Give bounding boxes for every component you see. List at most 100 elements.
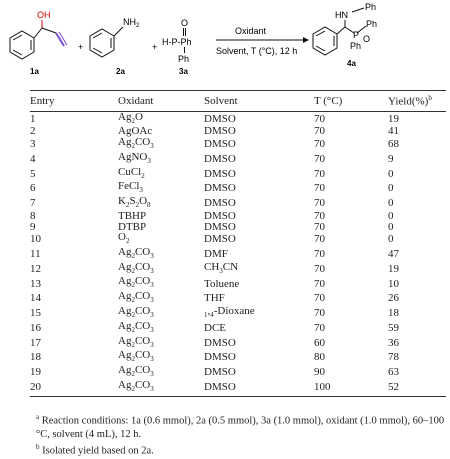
oxidant-tail: CO3 <box>134 364 154 379</box>
oxidant-tail: CO3 <box>134 290 154 305</box>
oxidant-tail: CO3 <box>134 245 154 261</box>
cell-entry: 1 <box>30 112 36 125</box>
cell-temperature: 90 <box>314 366 325 379</box>
cell-oxidant: AgOAc <box>118 125 153 138</box>
cell-solvent: DMSO <box>204 197 236 210</box>
label-2a: 2a <box>116 67 125 76</box>
cell-oxidant: Ag2CO3 <box>118 349 154 364</box>
footnote-a: a Reaction conditions: 1a (0.6 mmol), 2a… <box>36 413 445 440</box>
cell-entry: 11 <box>30 248 41 260</box>
oxidant-tail: CO3 <box>134 334 154 349</box>
conditions-label: Solvent, T (°C), 12 h <box>216 46 297 56</box>
cell-yield: 0 <box>388 182 394 195</box>
table-footnotes: a Reaction conditions: 1a (0.6 mmol), 2a… <box>36 411 446 457</box>
cell-solvent: DMSO <box>204 336 236 349</box>
cell-temperature: 70 <box>314 112 325 125</box>
cell-temperature: 70 <box>314 220 325 233</box>
cell-entry: 5 <box>30 167 36 180</box>
cell-entry: 7 <box>30 197 36 210</box>
oxidant-tail: CO3 <box>134 349 154 364</box>
oxidant-tail: CO3 <box>134 319 154 334</box>
cell-yield: 19 <box>388 112 399 125</box>
oh-label: OH <box>37 10 51 20</box>
cell-oxidant: Ag2CO3 <box>118 379 204 397</box>
cell-yield: 78 <box>388 351 399 364</box>
cell-oxidant: Ag2CO3 <box>118 334 154 349</box>
cell-yield: 0 <box>388 197 394 210</box>
cell-solvent: Toluene <box>204 277 240 290</box>
cell-yield: 0 <box>388 233 394 246</box>
cell-temperature: 70 <box>314 125 325 138</box>
cell-solvent: DMSO <box>204 112 236 125</box>
cell-solvent: 1,4-Dioxane <box>204 305 255 320</box>
cell-oxidant: Ag2CO3 <box>118 136 154 151</box>
ph-label-3a: Ph <box>178 54 189 64</box>
header-yield: Yield(%)b <box>388 94 432 108</box>
oxidant-label: Oxidant <box>235 26 267 36</box>
cell-solvent: DMSO <box>204 366 236 379</box>
cell-temperature: 80 <box>314 351 325 364</box>
cell-entry: 12 <box>30 262 41 275</box>
cell-yield: 0 <box>388 209 394 222</box>
cell-temperature: 70 <box>314 197 325 210</box>
label-1a: 1a <box>30 67 39 76</box>
cell-yield: 59 <box>388 321 399 334</box>
prod-hn: HN <box>335 10 348 20</box>
cell-oxidant: Ag2CO3 <box>118 275 154 290</box>
cell-solvent: DMSO <box>204 125 236 138</box>
cell-entry: 13 <box>30 277 41 290</box>
cell-yield: 63 <box>388 366 399 379</box>
cell-solvent: DMF <box>204 248 228 260</box>
cell-entry: 19 <box>30 366 41 379</box>
table-row: 13 Ag2CO3 Toluene 70 10 <box>30 276 446 291</box>
cell-yield: 41 <box>388 125 399 138</box>
cell-oxidant: Ag2CO3 <box>118 364 154 379</box>
product-4a-structure <box>312 7 367 56</box>
cell-entry: 9 <box>30 220 36 233</box>
cell-solvent: DMSO <box>204 351 236 364</box>
cell-yield: 52 <box>388 379 446 397</box>
cell-solvent: DCE <box>204 321 226 334</box>
oxidant-tail: CO3 <box>134 275 154 290</box>
cell-solvent: DMSO <box>204 220 236 233</box>
reactant-2a-structure <box>89 26 124 58</box>
cell-yield: 19 <box>388 262 399 275</box>
cell-solvent: DMSO <box>204 167 236 180</box>
cell-solvent: DMSO <box>204 182 236 195</box>
reactant-1a-structure <box>9 20 68 60</box>
cell-yield: 68 <box>388 138 399 151</box>
cell-temperature: 70 <box>314 167 325 180</box>
nh2-label: NH2 <box>123 17 140 29</box>
cell-entry: 6 <box>30 182 36 195</box>
cell-temperature: 70 <box>314 209 325 222</box>
plus-2: + <box>152 42 157 52</box>
cell-yield: 0 <box>388 167 394 180</box>
prod-ph-right: Ph <box>366 19 377 29</box>
reaction-scheme: OH 1a + NH2 2a + O H-P-Ph Ph 3a Oxidant … <box>9 2 377 76</box>
oxidant-tail: S2O8 <box>129 195 151 210</box>
cell-yield: 10 <box>388 277 399 290</box>
oxidant-tail: CO3 <box>134 260 154 275</box>
prod-o: O <box>363 34 370 44</box>
footnote-b: b Isolated yield based on 2a. <box>36 442 154 457</box>
label-3a: 3a <box>179 67 188 76</box>
label-4a: 4a <box>347 59 356 68</box>
cell-oxidant: Ag2CO3 <box>118 290 154 305</box>
cell-temperature: 70 <box>314 292 325 305</box>
cell-oxidant: Ag2CO3 <box>118 260 154 275</box>
cell-temperature: 60 <box>314 336 325 349</box>
o-label-3a: O <box>181 18 188 28</box>
cell-temperature: 70 <box>314 277 325 290</box>
prod-p: P <box>353 30 359 40</box>
